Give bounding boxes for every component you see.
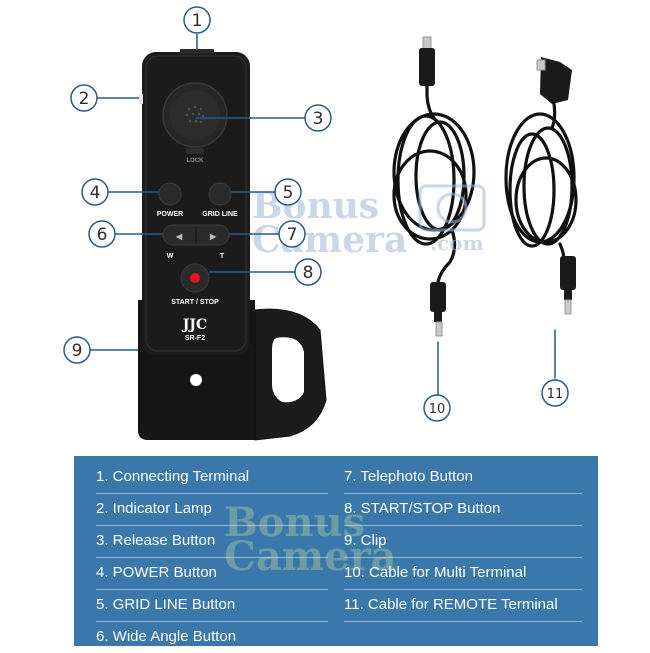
clip-screw-hole	[190, 374, 202, 386]
legend-item: 2. Indicator Lamp	[96, 494, 328, 526]
legend-panel: Bonus Camera 1. Connecting Terminal 2. I…	[74, 456, 598, 646]
legend-item: 10. Cable for Multi Terminal	[344, 558, 582, 590]
wide-arrow-icon: ◀	[175, 232, 183, 241]
grid-line-button[interactable]	[208, 182, 232, 206]
indicator-lamp	[139, 94, 143, 104]
callout-2: 2	[70, 84, 98, 112]
svg-text:6: 6	[97, 225, 108, 245]
callout-8: 8	[294, 258, 322, 286]
callout-6: 6	[88, 220, 116, 248]
callout-3: 3	[304, 104, 332, 132]
callout-4: 4	[81, 178, 109, 206]
callout-10: 10	[423, 394, 451, 422]
tele-label: T	[220, 253, 225, 260]
svg-text:5: 5	[283, 183, 294, 203]
callout-1: 1	[183, 6, 211, 34]
callouts: 1 2 3 4 5 6 7 8 9 10 11	[63, 6, 569, 422]
legend-item: 6. Wide Angle Button	[96, 628, 237, 645]
legend-column-right: 7. Telephoto Button 8. START/STOP Button…	[344, 462, 582, 622]
callout-leaders	[90, 34, 306, 351]
legend-item: 11. Cable for REMOTE Terminal	[344, 590, 582, 622]
svg-text:Camera: Camera	[252, 219, 407, 261]
svg-text:10: 10	[429, 402, 446, 417]
lock-label: LOCK	[187, 158, 205, 164]
camera-icon	[418, 184, 486, 232]
callout-9: 9	[63, 336, 91, 364]
callout-11: 11	[541, 379, 569, 407]
remote-control: LOCK POWER GRID LINE ◀ ▶ W T START / STO…	[138, 49, 327, 441]
svg-text:11: 11	[547, 387, 564, 402]
clip-slot	[272, 337, 304, 403]
record-dot-icon	[190, 273, 200, 283]
callout-7: 7	[278, 220, 306, 248]
legend-item: 8. START/STOP Button	[344, 494, 582, 526]
legend-item: 1. Connecting Terminal	[96, 462, 328, 494]
model-label: SR-F2	[185, 335, 205, 342]
legend-item: 4. POWER Button	[96, 558, 328, 590]
brand-logo: JJC	[181, 317, 207, 333]
legend-item: 7. Telephoto Button	[344, 462, 582, 494]
wide-label: W	[167, 253, 174, 260]
legend-column-left: 1. Connecting Terminal 2. Indicator Lamp…	[96, 462, 328, 653]
watermark: Bonus Camera .com	[252, 184, 486, 261]
power-button[interactable]	[158, 182, 182, 206]
grid-line-label: GRID LINE	[202, 211, 238, 218]
remote-terminal-cable	[504, 57, 578, 379]
legend-item: 9. Clip	[344, 526, 582, 558]
start-stop-label: START / STOP	[171, 299, 219, 306]
svg-text:9: 9	[72, 341, 83, 361]
svg-text:4: 4	[90, 183, 101, 203]
svg-text:.com: .com	[430, 231, 484, 255]
tele-arrow-icon: ▶	[209, 232, 217, 241]
connecting-terminal	[180, 49, 214, 54]
release-button-dots-icon	[185, 105, 205, 124]
svg-text:3: 3	[313, 109, 324, 129]
svg-text:1: 1	[192, 11, 203, 31]
svg-text:7: 7	[287, 225, 298, 245]
lock-switch[interactable]	[186, 148, 204, 154]
power-label: POWER	[157, 211, 183, 218]
legend-item: 5. GRID LINE Button	[96, 590, 328, 622]
callout-5: 5	[274, 178, 302, 206]
svg-text:8: 8	[303, 263, 314, 283]
svg-text:2: 2	[79, 89, 90, 109]
legend-item: 3. Release Button	[96, 526, 328, 558]
